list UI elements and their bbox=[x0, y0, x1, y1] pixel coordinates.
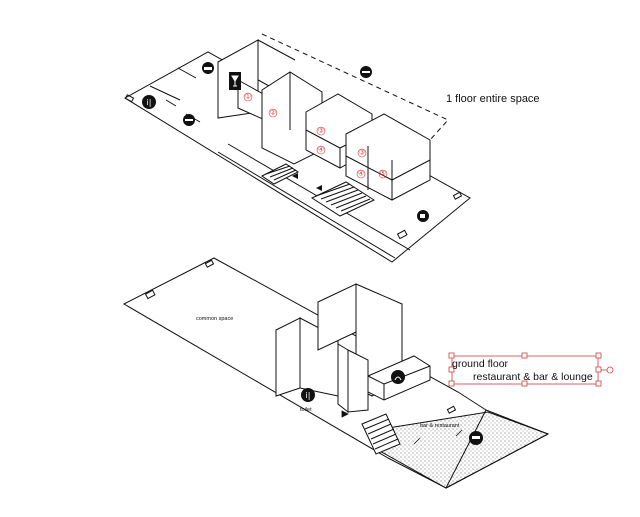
toilet-icon-upper: i| bbox=[142, 95, 156, 109]
svg-text:i|: i| bbox=[306, 391, 311, 400]
room-number: ③ bbox=[318, 127, 324, 135]
room-number: ④ bbox=[358, 170, 364, 178]
upper-stairs bbox=[261, 163, 376, 217]
resize-handle[interactable] bbox=[595, 380, 602, 387]
room-number: ④ bbox=[318, 146, 324, 154]
bathtub-icon bbox=[202, 62, 214, 74]
shower-icon bbox=[183, 114, 195, 126]
common-space-label: common space bbox=[196, 316, 233, 322]
coffee-cup-icon bbox=[417, 210, 429, 222]
resize-handle[interactable] bbox=[521, 380, 528, 387]
resize-handle[interactable] bbox=[595, 366, 602, 373]
text-selection-box[interactable]: ground floor restaurant & bar & lounge bbox=[448, 352, 614, 387]
upper-floor-label: 1 floor entire space bbox=[446, 93, 540, 105]
circulation-arrows-upper bbox=[292, 173, 322, 191]
selection-text-line2[interactable]: restaurant & bar & lounge bbox=[473, 371, 593, 383]
toilet-icon-ground: i| bbox=[301, 388, 315, 402]
room-number-labels: ① ② ③ ④ ③ ④ ⑤ bbox=[245, 93, 386, 178]
dotted-terrace bbox=[377, 411, 550, 489]
wine-glass-icon bbox=[229, 72, 241, 90]
circulation-arrows-ground bbox=[341, 410, 463, 445]
resize-handle[interactable] bbox=[448, 380, 455, 387]
ground-floor-plan bbox=[122, 257, 550, 489]
room-number: ⑤ bbox=[380, 170, 386, 178]
upper-floor-plan bbox=[124, 33, 471, 263]
text-flow-handle[interactable] bbox=[606, 366, 614, 374]
selection-text-line1[interactable]: ground floor bbox=[452, 358, 509, 370]
restaurant-icon bbox=[469, 431, 483, 445]
room-number: ① bbox=[245, 93, 251, 101]
toilet-label: toilet bbox=[300, 407, 312, 413]
svg-text:i|: i| bbox=[147, 98, 152, 107]
room-numbers bbox=[243, 92, 388, 179]
bed-icon-top bbox=[360, 66, 372, 78]
resize-handle[interactable] bbox=[595, 352, 602, 359]
resize-handle[interactable] bbox=[448, 352, 455, 359]
resize-handle[interactable] bbox=[521, 352, 528, 359]
resize-handle[interactable] bbox=[448, 366, 455, 373]
bar-restaurant-label: bar & restaurant bbox=[420, 423, 460, 429]
ground-stairs bbox=[361, 413, 401, 455]
room-number: ② bbox=[270, 109, 276, 117]
room-number: ③ bbox=[359, 149, 365, 157]
hot-spring-icon bbox=[391, 370, 405, 384]
